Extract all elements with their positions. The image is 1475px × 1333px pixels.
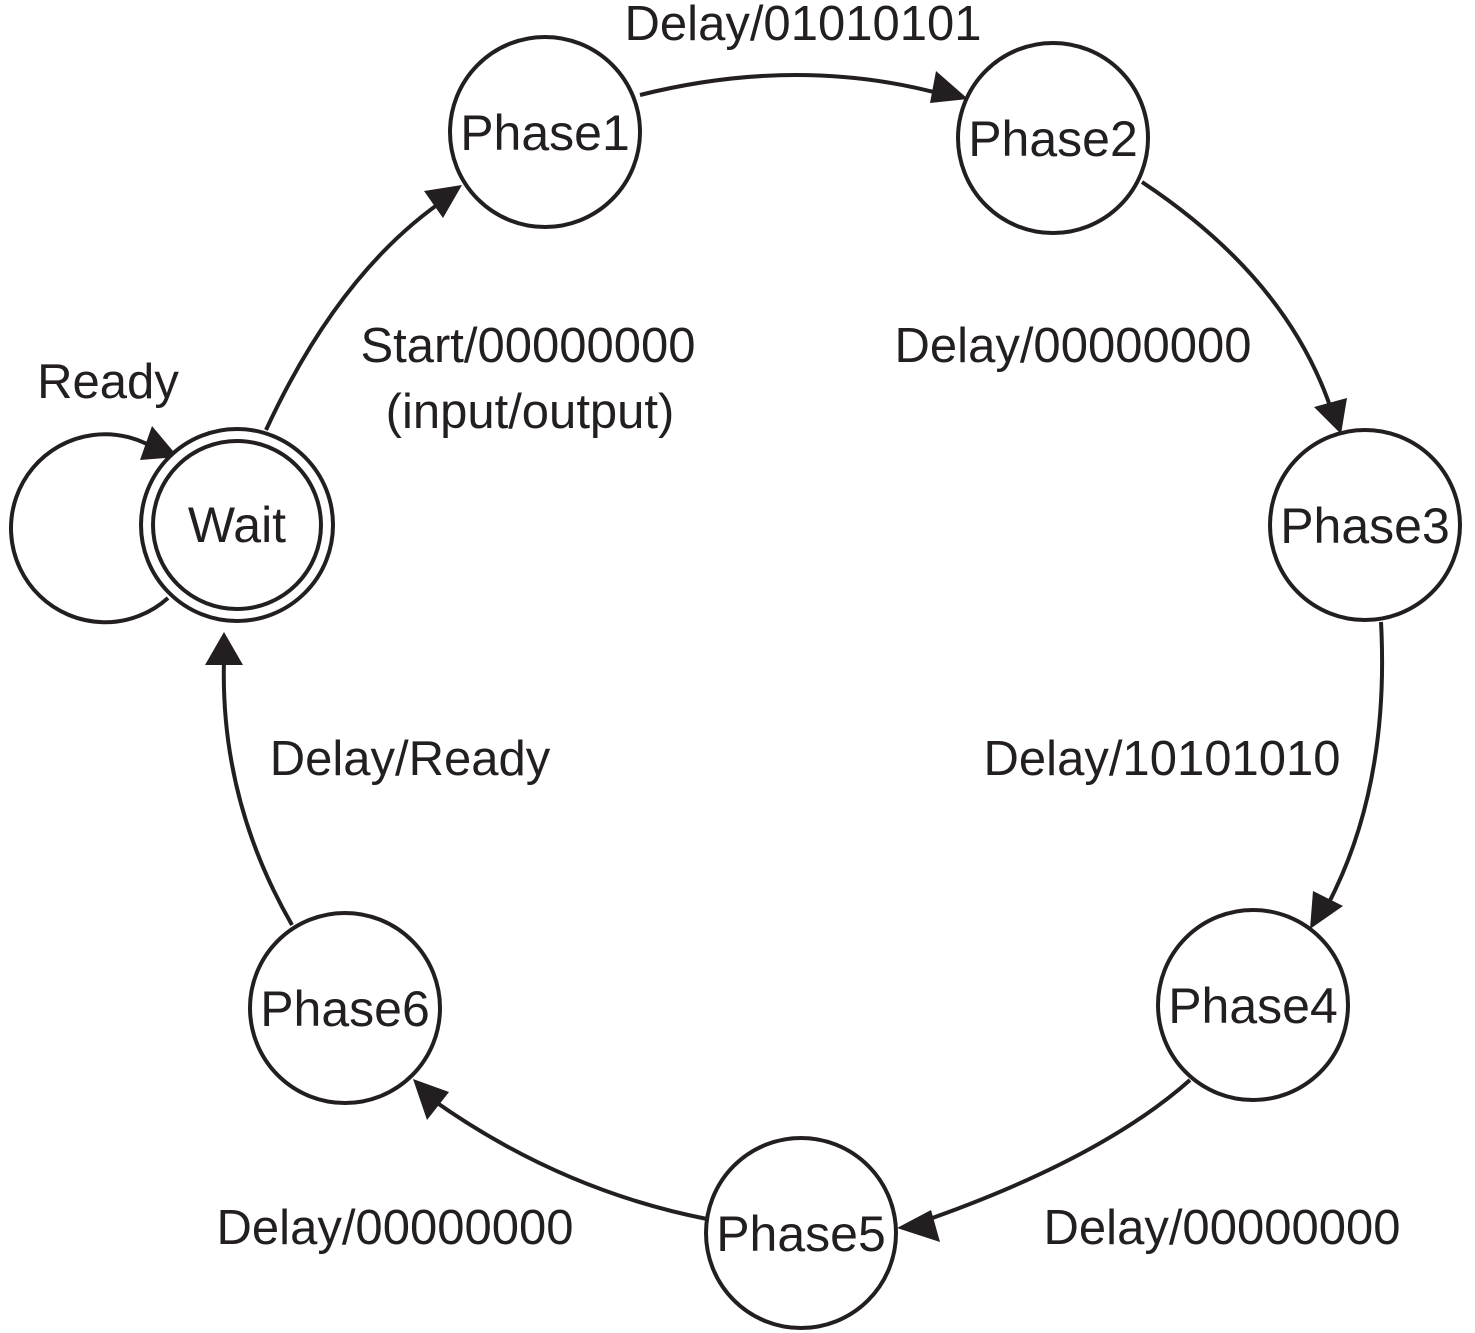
edge-wait-phase1 <box>264 196 449 431</box>
edge-phase5-phase6 <box>431 1098 708 1221</box>
arrowhead-phase3 <box>1314 398 1347 434</box>
edge-phase6-wait <box>221 659 294 926</box>
edge-phase2-phase3 <box>1140 180 1335 416</box>
transition-label-phase2-phase3: Delay/00000000 <box>895 319 1252 373</box>
arrowhead-phase1 <box>424 185 462 218</box>
arrowhead-wait <box>205 632 243 665</box>
transition-label-phase6-wait: Delay/Ready <box>270 732 551 786</box>
state-phase3-label: Phase3 <box>1280 498 1450 554</box>
transition-label-start: Start/00000000 <box>360 319 695 373</box>
edge-phase1-phase2 <box>639 73 946 97</box>
transition-label-ready: Ready <box>37 355 179 409</box>
state-phase6: Phase6 <box>248 911 442 1105</box>
arrowhead-phase5 <box>897 1210 940 1242</box>
arrowhead-ready <box>140 426 178 460</box>
state-phase4: Phase4 <box>1156 908 1350 1102</box>
arrowhead-phase2 <box>930 71 968 103</box>
edge-phase4-phase5 <box>917 1078 1192 1225</box>
transition-label-phase3-phase4: Delay/10101010 <box>984 732 1341 786</box>
state-phase3: Phase3 <box>1268 428 1462 622</box>
arrowhead-phase6 <box>413 1079 449 1120</box>
state-phase5-label: Phase5 <box>716 1206 886 1262</box>
transition-label-phase1-phase2: Delay/01010101 <box>625 0 982 51</box>
self-loop-ready <box>9 432 170 625</box>
transition-label-phase4-phase5: Delay/00000000 <box>1044 1201 1401 1255</box>
transition-label-phase5-phase6: Delay/00000000 <box>217 1201 574 1255</box>
state-phase4-label: Phase4 <box>1168 978 1338 1034</box>
state-wait: Wait <box>139 427 335 623</box>
arrowhead-phase4 <box>1310 891 1343 929</box>
state-phase2: Phase2 <box>956 41 1150 235</box>
edge-phase3-phase4 <box>1323 621 1385 911</box>
state-wait-label: Wait <box>188 497 286 553</box>
state-phase1-label: Phase1 <box>460 105 630 161</box>
state-phase6-label: Phase6 <box>260 981 430 1037</box>
state-phase5: Phase5 <box>704 1136 898 1330</box>
transition-label-start-legend: (input/output) <box>386 385 675 439</box>
state-phase2-label: Phase2 <box>968 111 1138 167</box>
state-phase1: Phase1 <box>448 35 642 229</box>
